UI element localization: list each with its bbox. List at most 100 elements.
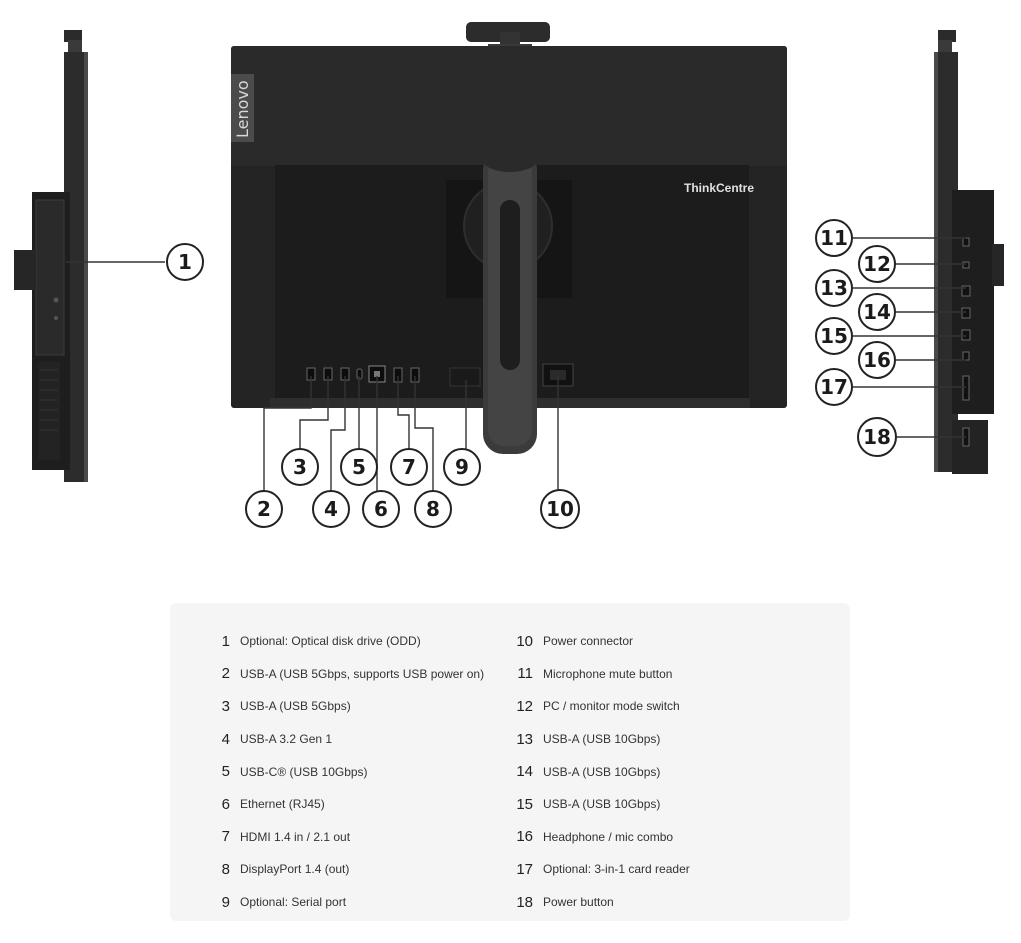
callout-16: 16 <box>858 341 896 379</box>
legend-label: Optional: 3-in-1 card reader <box>543 862 690 877</box>
legend-label: USB-C® (USB 10Gbps) <box>240 764 368 779</box>
callout-8: 8 <box>414 490 452 528</box>
legend-item: 9 Optional: Serial port <box>202 886 484 919</box>
legend-label: Power button <box>543 895 614 910</box>
rear-view: Lenovo ThinkCentre <box>231 22 787 454</box>
legend-label: Ethernet (RJ45) <box>240 797 325 812</box>
legend-number: 1 <box>221 632 230 650</box>
legend-label: USB-A (USB 5Gbps) <box>240 699 351 714</box>
legend-label: PC / monitor mode switch <box>543 699 680 714</box>
legend-item: 6 Ethernet (RJ45) <box>202 788 484 821</box>
legend-number: 9 <box>221 893 230 911</box>
product-diagram: Lenovo ThinkCentre <box>14 22 1004 529</box>
thinkcentre-logo: ThinkCentre <box>684 181 754 195</box>
legend-number: 6 <box>221 795 230 813</box>
legend-label: Optional: Optical disk drive (ODD) <box>240 634 421 649</box>
legend-item: 18 Power button <box>505 886 690 919</box>
legend-item: 5 USB-C® (USB 10Gbps) <box>202 755 484 788</box>
legend-label: HDMI 1.4 in / 2.1 out <box>240 829 351 844</box>
legend-number: 12 <box>516 697 533 715</box>
svg-text:1: 1 <box>178 250 192 274</box>
svg-text:7: 7 <box>402 455 416 479</box>
legend-number: 13 <box>516 730 533 748</box>
callout-6: 6 <box>362 490 400 528</box>
legend-number: 14 <box>516 763 533 781</box>
legend-item: 8 DisplayPort 1.4 (out) <box>202 853 484 886</box>
legend-number: 2 <box>221 665 230 683</box>
leader-lines <box>66 237 966 492</box>
legend-label: Headphone / mic combo <box>543 829 674 844</box>
legend-label: USB-A 3.2 Gen 1 <box>240 732 333 747</box>
svg-text:9: 9 <box>455 455 469 479</box>
legend-item: 1 Optional: Optical disk drive (ODD) <box>202 625 484 658</box>
legend-number: 8 <box>221 860 230 878</box>
callout-10: 10 <box>540 489 580 529</box>
callout-1: 1 <box>166 243 204 281</box>
svg-text:17: 17 <box>820 375 848 399</box>
legend-label: Optional: Serial port <box>240 895 347 910</box>
callout-2: 2 <box>245 490 283 528</box>
legend-number: 16 <box>516 828 533 846</box>
lenovo-logo: Lenovo <box>233 80 252 138</box>
svg-text:16: 16 <box>863 348 891 372</box>
svg-text:3: 3 <box>293 455 307 479</box>
legend-item: 11 Microphone mute button <box>505 658 690 691</box>
legend-item: 13 USB-A (USB 10Gbps) <box>505 723 690 756</box>
legend-item: 3 USB-A (USB 5Gbps) <box>202 690 484 723</box>
legend-item: 14 USB-A (USB 10Gbps) <box>505 755 690 788</box>
legend-label: USB-A (USB 10Gbps) <box>543 797 661 812</box>
legend-item: 2 USB-A (USB 5Gbps, supports USB power on… <box>202 658 484 691</box>
svg-text:18: 18 <box>863 425 891 449</box>
callout-14: 14 <box>858 293 896 331</box>
left-side-profile <box>14 30 88 482</box>
legend-number: 17 <box>516 860 533 878</box>
svg-text:10: 10 <box>546 497 574 521</box>
callout-13: 13 <box>815 269 853 307</box>
legend-label: Microphone mute button <box>543 666 673 681</box>
legend-number: 10 <box>516 632 533 650</box>
callout-7: 7 <box>390 448 428 486</box>
legend-column-right: 10 Power connector 11 Microphone mute butt… <box>505 625 690 919</box>
legend-item: 17 Optional: 3-in-1 card reader <box>505 853 690 886</box>
legend-label: USB-A (USB 5Gbps, supports USB power on) <box>240 666 485 681</box>
legend-item: 16 Headphone / mic combo <box>505 821 690 854</box>
legend-item: 4 USB-A 3.2 Gen 1 <box>202 723 484 756</box>
svg-text:15: 15 <box>820 324 848 348</box>
svg-text:14: 14 <box>863 300 891 324</box>
legend-number: 3 <box>221 697 230 715</box>
callout-18: 18 <box>857 417 897 457</box>
svg-text:12: 12 <box>863 252 891 276</box>
svg-text:8: 8 <box>426 497 440 521</box>
svg-text:4: 4 <box>324 497 338 521</box>
callout-12: 12 <box>858 245 896 283</box>
right-side-profile <box>934 30 1004 474</box>
callout-17: 17 <box>815 368 853 406</box>
svg-text:13: 13 <box>820 276 848 300</box>
legend-number: 18 <box>516 893 533 911</box>
legend-item: 7 HDMI 1.4 in / 2.1 out <box>202 821 484 854</box>
svg-text:6: 6 <box>374 497 388 521</box>
legend-item: 10 Power connector <box>505 625 690 658</box>
legend-label: USB-A (USB 10Gbps) <box>543 764 661 779</box>
svg-text:5: 5 <box>352 455 366 479</box>
legend-item: 12 PC / monitor mode switch <box>505 690 690 723</box>
callout-9: 9 <box>443 448 481 486</box>
svg-text:11: 11 <box>820 226 848 250</box>
legend-label: DisplayPort 1.4 (out) <box>240 862 350 877</box>
callout-15: 15 <box>815 317 853 355</box>
svg-text:2: 2 <box>257 497 271 521</box>
legend-number: 11 <box>517 665 533 683</box>
legend-label: Power connector <box>543 634 634 649</box>
callouts: 1 2 3 4 5 6 7 8 9 10 11 12 13 14 15 16 1… <box>166 219 897 529</box>
callout-11: 11 <box>815 219 853 257</box>
callout-3: 3 <box>281 448 319 486</box>
legend-number: 5 <box>221 763 230 781</box>
legend-number: 4 <box>221 730 230 748</box>
legend-item: 15 USB-A (USB 10Gbps) <box>505 788 690 821</box>
legend-number: 7 <box>221 828 230 846</box>
legend-number: 15 <box>516 795 533 813</box>
legend-label: USB-A (USB 10Gbps) <box>543 732 661 747</box>
callout-5: 5 <box>340 448 378 486</box>
